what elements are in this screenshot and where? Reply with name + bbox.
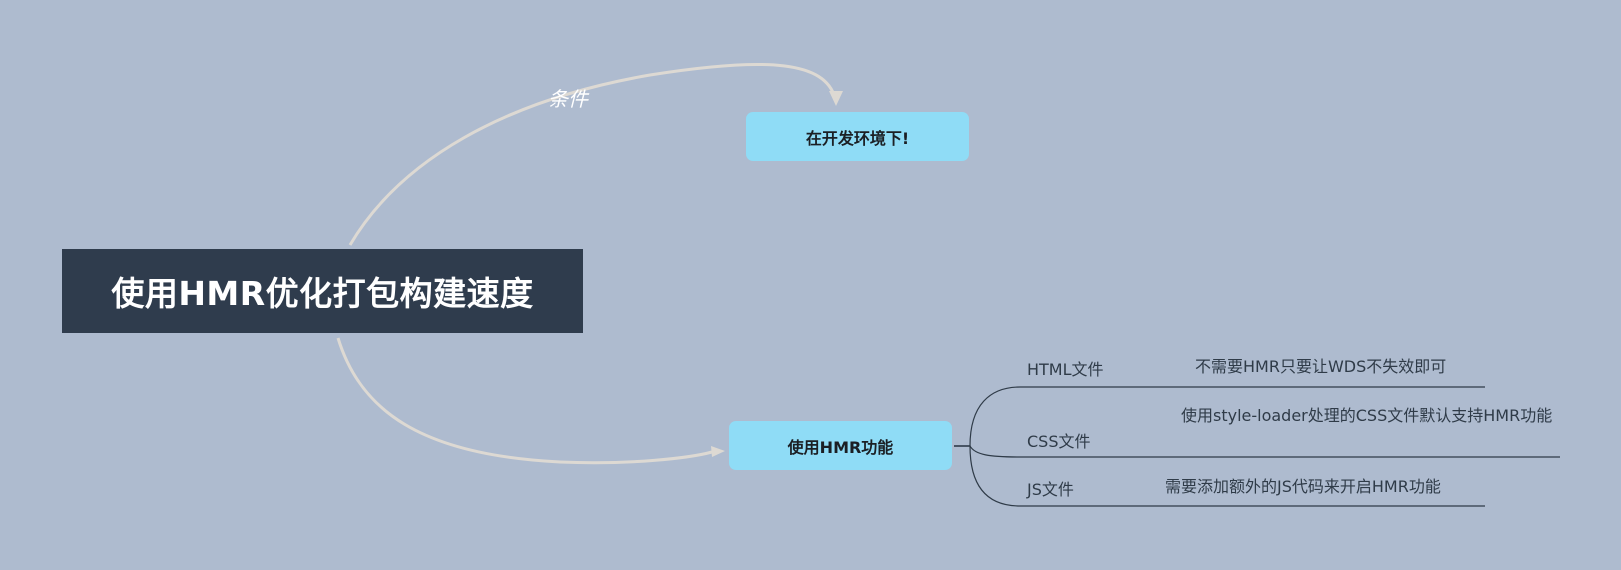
branch-detail-js[interactable]: 需要添加额外的JS代码来开启HMR功能 xyxy=(1165,477,1441,496)
topic-use-hmr[interactable]: 使用HMR功能 xyxy=(729,421,952,470)
branch-detail-css[interactable]: 使用style-loader处理的CSS文件默认支持HMR功能 xyxy=(1181,406,1553,425)
branch-detail-html[interactable]: 不需要HMR只要让WDS不失效即可 xyxy=(1195,357,1447,376)
root-topic[interactable]: 使用HMR优化打包构建速度 xyxy=(62,249,583,333)
js-branch-line xyxy=(954,445,1485,507)
hmr-connector xyxy=(336,337,713,465)
hmr-arrowhead xyxy=(711,446,725,457)
branch-label-js[interactable]: JS文件 xyxy=(1027,480,1074,499)
condition-arrowhead xyxy=(829,91,843,106)
topic-development-environment[interactable]: 在开发环境下! xyxy=(746,112,969,161)
condition-connector xyxy=(348,63,837,246)
branch-label-html[interactable]: HTML文件 xyxy=(1027,360,1104,379)
relationship-label: 条件 xyxy=(548,87,588,111)
html-branch-line xyxy=(954,386,1485,447)
branch-label-css[interactable]: CSS文件 xyxy=(1027,432,1091,451)
